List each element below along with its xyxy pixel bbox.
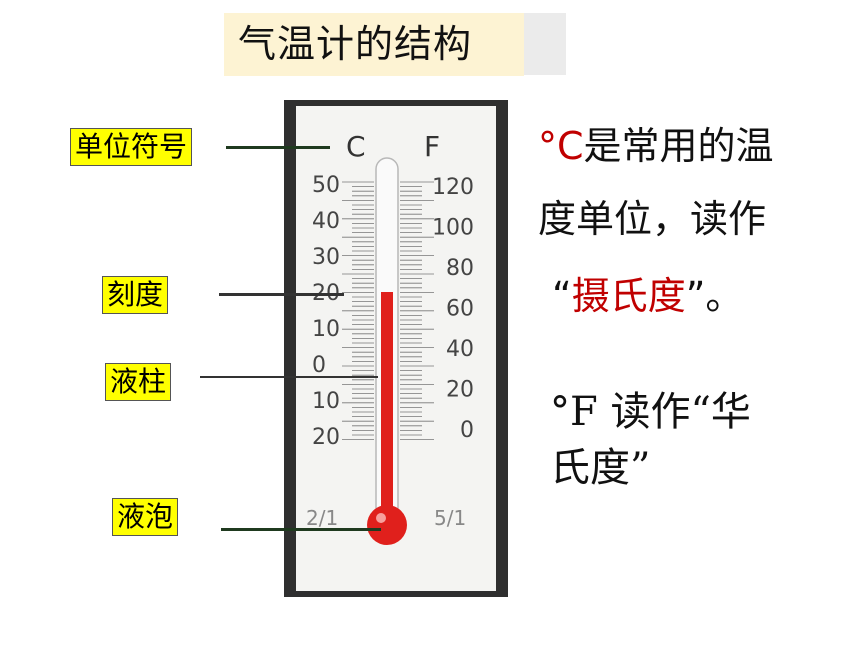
liquid-bulb xyxy=(367,505,407,545)
quote-open: “ xyxy=(552,274,572,318)
fahrenheit-tick-label: 80 xyxy=(446,256,474,281)
scale-ticks xyxy=(342,181,434,441)
label-unit-symbol: 单位符号 xyxy=(70,128,193,166)
pointer-liquid-column xyxy=(200,376,378,378)
page-title: 气温计的结构 xyxy=(238,22,473,66)
liquid-column xyxy=(381,292,393,520)
celsius-tick-label: 20 xyxy=(312,425,340,450)
label-scale: 刻度 xyxy=(102,276,169,314)
fahrenheit-tick-label: 40 xyxy=(446,337,474,362)
fahrenheit-tick-label: 0 xyxy=(460,418,474,443)
celsius-tick-label: 40 xyxy=(312,209,340,234)
fahrenheit-note-line1: °F 读作“华 xyxy=(550,389,751,435)
label-liquid-column: 液柱 xyxy=(105,363,172,401)
celsius-header: C xyxy=(346,130,366,163)
fahrenheit-note-line2: 氏度” xyxy=(550,445,651,491)
celsius-note-line1-text: 是常用的温 xyxy=(583,124,774,168)
celsius-symbol: °C xyxy=(538,124,584,168)
fahrenheit-header: F xyxy=(424,130,440,163)
fahrenheit-tick-label: 60 xyxy=(446,297,474,322)
celsius-name: 摄氏度 xyxy=(571,274,686,318)
celsius-note-line2: 度单位，读作 xyxy=(538,197,767,241)
fahrenheit-tick-label: 100 xyxy=(432,216,474,241)
celsius-tick-label: 50 xyxy=(312,173,340,198)
label-bulb: 液泡 xyxy=(112,498,179,536)
pointer-unit-symbol xyxy=(226,146,330,149)
bottom-right-mark: 5/1 xyxy=(434,506,466,530)
pointer-bulb xyxy=(221,528,381,531)
fahrenheit-scale: 120 100 80 60 40 20 0 xyxy=(432,175,474,443)
fahrenheit-tick-label: 20 xyxy=(446,378,474,403)
title-box xyxy=(224,13,524,76)
bulb-highlight xyxy=(376,513,386,523)
celsius-tick-label: 10 xyxy=(312,317,340,342)
celsius-tick-label: 0 xyxy=(312,353,326,378)
pointer-scale xyxy=(219,293,344,296)
fahrenheit-tick-label: 120 xyxy=(432,175,474,200)
celsius-tick-label: 30 xyxy=(312,245,340,270)
bottom-left-mark: 2/1 xyxy=(306,506,338,530)
celsius-note-line3: “摄氏度”。 xyxy=(552,277,743,315)
quote-close: ”。 xyxy=(685,274,744,318)
title-side-panel xyxy=(524,13,566,75)
celsius-note-line1: °C是常用的温 xyxy=(538,127,774,165)
celsius-tick-label: 10 xyxy=(312,389,340,414)
